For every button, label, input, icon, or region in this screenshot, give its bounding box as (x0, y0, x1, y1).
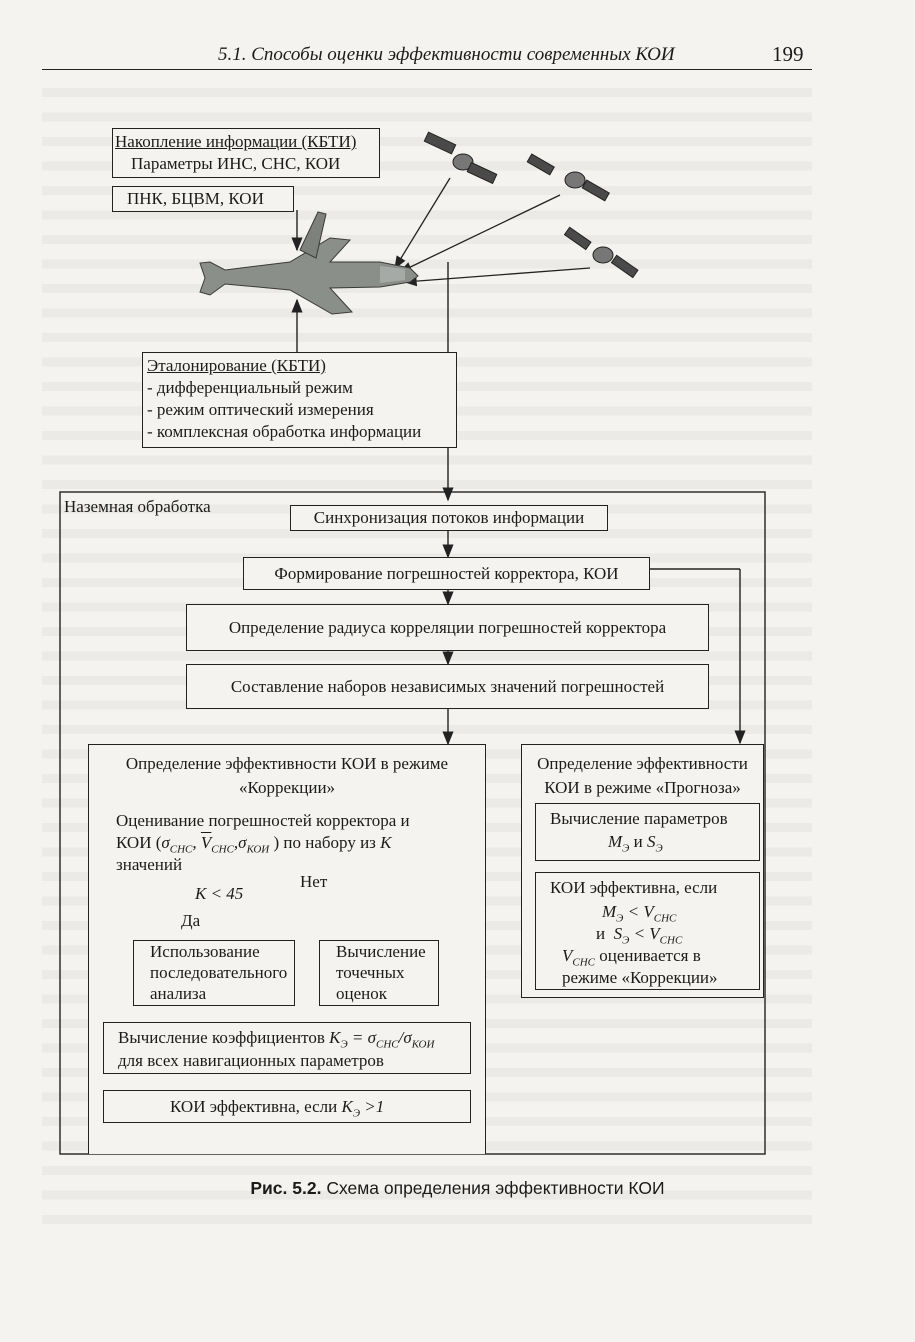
radius-box: Определение радиуса корреляции погрешнос… (186, 604, 709, 651)
decision-no: Нет (300, 871, 327, 892)
calibration-item: - режим оптический измерения (147, 399, 374, 420)
forecast-title-line2: КОИ в режиме «Прогноза» (522, 777, 763, 798)
satellite-icon (564, 227, 637, 277)
correction-title-line2: «Коррекции» (89, 777, 485, 798)
satellite-icon (424, 132, 497, 183)
sequential-line1: Использование (150, 941, 260, 962)
calibration-item: - комплексная обработка информации (147, 421, 421, 442)
aircraft-icon (200, 212, 418, 314)
sequential-line3: анализа (150, 983, 206, 1004)
calibration-box: Эталонирование (КБТИ) - дифференциальный… (142, 352, 457, 448)
sequential-analysis-box: Использование последовательного анализа (133, 940, 295, 1006)
accumulation-box: Накопление информации (КБТИ) Параметры И… (112, 128, 380, 178)
decision-label: K < 45 (195, 883, 243, 904)
sets-box: Составление наборов независимых значений… (186, 664, 709, 709)
forecast-effective-line1: КОИ эффективна, если (550, 877, 717, 898)
correction-title-line1: Определение эффективности КОИ в режиме (89, 753, 485, 774)
point-line2: точечных (336, 962, 405, 983)
forecast-params-box: Вычисление параметров MЭ и SЭ (535, 803, 760, 861)
estimation-line1: Оценивание погрешностей корректора и (116, 810, 410, 831)
forecast-title-line1: Определение эффективности (522, 753, 763, 774)
calibration-item: - дифференциальный режим (147, 377, 353, 398)
sync-label: Синхронизация потоков информации (291, 507, 607, 528)
ground-processing-label: Наземная обработка (64, 496, 211, 517)
satellite-icon (527, 154, 609, 201)
calibration-title: Эталонирование (КБТИ) (147, 355, 326, 376)
forecast-params-line1: Вычисление параметров (550, 808, 728, 829)
decision-yes: Да (181, 910, 200, 931)
radius-label: Определение радиуса корреляции погрешнос… (187, 617, 708, 638)
forming-label: Формирование погрешностей корректора, КО… (244, 563, 649, 584)
pnk-box: ПНК, БЦВМ, КОИ (112, 186, 294, 212)
point-line1: Вычисление (336, 941, 426, 962)
sync-box: Синхронизация потоков информации (290, 505, 608, 531)
forecast-effective-box: КОИ эффективна, если MЭ < VСНС и SЭ < VС… (535, 872, 760, 990)
effective-correction-box: КОИ эффективна, если KЭ >1 (103, 1090, 471, 1123)
estimation-line3: значений (116, 854, 182, 875)
forming-box: Формирование погрешностей корректора, КО… (243, 557, 650, 590)
forecast-params-line2: MЭ и SЭ (608, 831, 663, 859)
accumulation-title: Накопление информации (КБТИ) (115, 131, 356, 152)
coefficients-line2: для всех навигационных параметров (118, 1050, 384, 1071)
sequential-line2: последовательного (150, 962, 287, 983)
point-line3: оценок (336, 983, 387, 1004)
point-estimates-box: Вычисление точечных оценок (319, 940, 439, 1006)
effective-correction-label: КОИ эффективна, если KЭ >1 (170, 1096, 384, 1124)
sets-label: Составление наборов независимых значений… (187, 676, 708, 697)
forecast-mode: режиме «Коррекции» (562, 967, 718, 988)
estimation-block: Оценивание погрешностей корректора и КОИ… (110, 808, 444, 872)
pnk-label: ПНК, БЦВМ, КОИ (127, 188, 264, 209)
accumulation-params: Параметры ИНС, СНС, КОИ (131, 153, 340, 174)
coefficients-box: Вычисление коэффициентов KЭ = σСНС/σКОИ … (103, 1022, 471, 1074)
figure-caption: Рис. 5.2. Схема определения эффективност… (0, 1178, 915, 1199)
